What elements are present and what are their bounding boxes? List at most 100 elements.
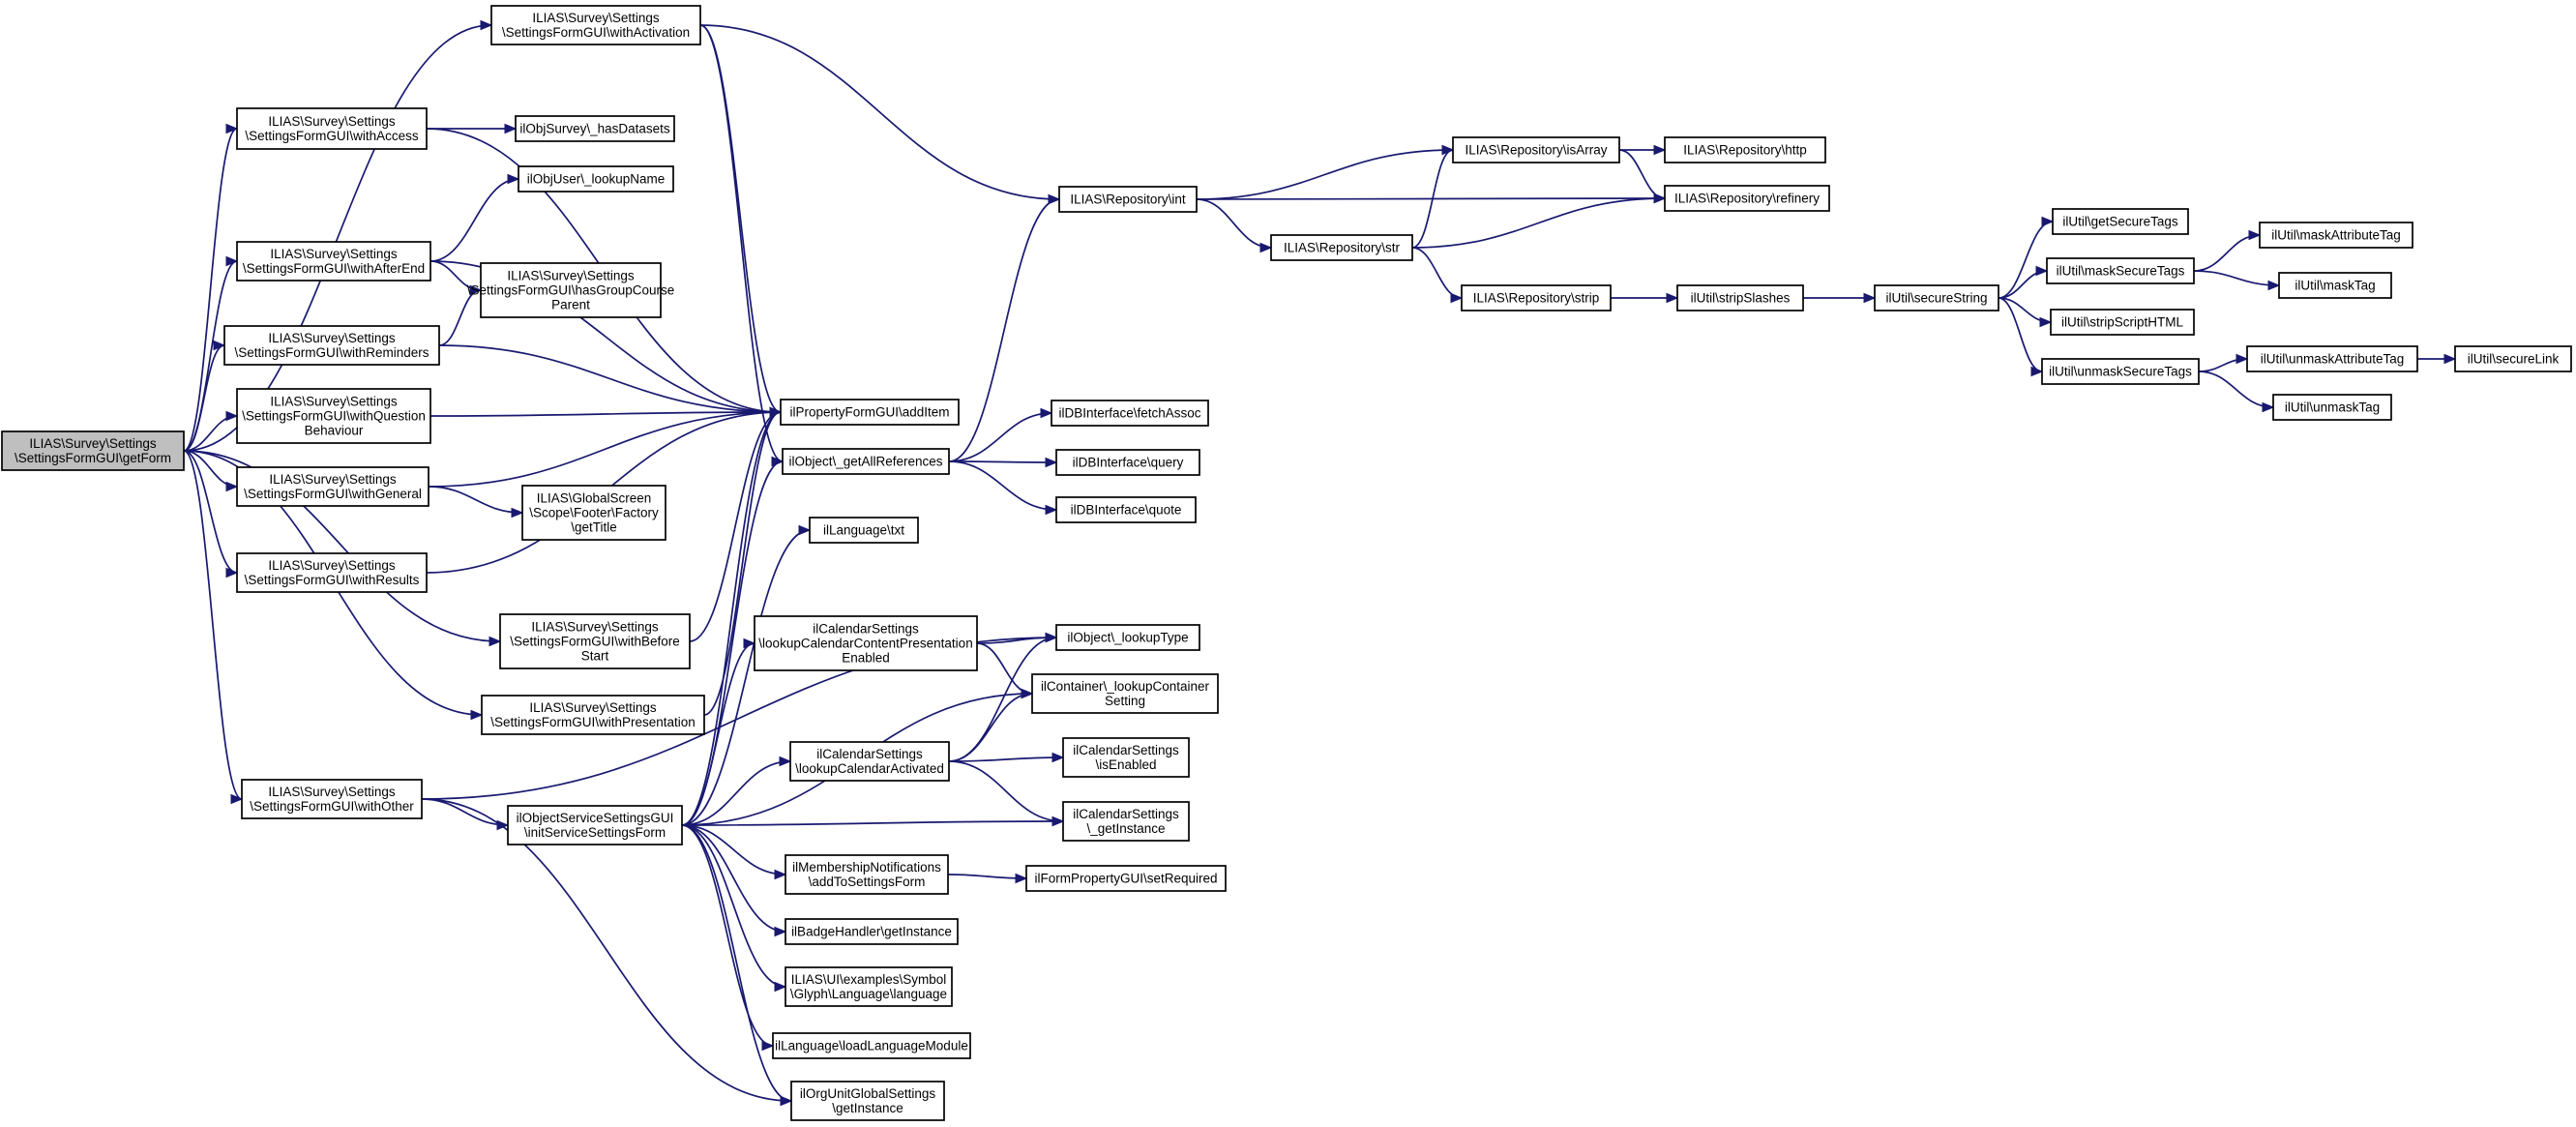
node-txt[interactable]: ilLanguage\txt — [809, 517, 919, 544]
edge-withBeforeStart-to-addItem — [689, 406, 783, 642]
edge-getAllReferences-to-quote — [948, 460, 1058, 516]
node-stripSlashes[interactable]: ilUtil\stripSlashes — [1676, 284, 1804, 311]
node-withPresentation[interactable]: ILIAS\Survey\Settings\SettingsFormGUI\wi… — [481, 695, 705, 735]
edge-getForm-to-withQuestionBehaviour — [183, 410, 239, 452]
node-setRequired[interactable]: ilFormPropertyGUI\setRequired — [1025, 865, 1227, 892]
node-label: \initServiceSettingsForm — [524, 825, 666, 840]
node-withQuestionBehaviour[interactable]: ILIAS\Survey\Settings\SettingsFormGUI\wi… — [236, 388, 431, 444]
node-repoInt[interactable]: ILIAS\Repository\int — [1058, 186, 1198, 213]
node-label: ilMembershipNotifications — [792, 860, 941, 875]
node-label: Parent — [551, 298, 590, 312]
node-maskSecureTags[interactable]: ilUtil\maskSecureTags — [2046, 257, 2195, 284]
edge-getForm-to-withResults — [183, 450, 239, 578]
edge-addToSettingsForm-to-setRequired — [947, 873, 1028, 884]
node-badgeGetInstance[interactable]: ilBadgeHandler\getInstance — [785, 918, 959, 945]
node-label: ilContainer\_lookupContainer — [1041, 679, 1210, 694]
edge-repoInt-to-str — [1196, 198, 1273, 253]
node-label: ilUtil\unmaskSecureTags — [2049, 365, 2192, 379]
node-withAfterEnd[interactable]: ILIAS\Survey\Settings\SettingsFormGUI\wi… — [236, 241, 431, 282]
node-strip[interactable]: ILIAS\Repository\strip — [1461, 284, 1612, 311]
node-fetchAssoc[interactable]: ilDBInterface\fetchAssoc — [1051, 400, 1209, 427]
node-glyphLanguage[interactable]: ILIAS\UI\examples\Symbol\Glyph\Language\… — [785, 966, 953, 1007]
node-http[interactable]: ILIAS\Repository\http — [1664, 136, 1826, 163]
node-calIsEnabled[interactable]: ilCalendarSettings\isEnabled — [1062, 737, 1190, 778]
node-label: ilFormPropertyGUI\setRequired — [1034, 872, 1217, 886]
node-label: ILIAS\Repository\http — [1683, 143, 1807, 158]
node-label: ilUtil\getSecureTags — [2062, 215, 2178, 229]
node-calGetInstance[interactable]: ilCalendarSettings\_getInstance — [1062, 801, 1190, 842]
node-secureString[interactable]: ilUtil\secureString — [1874, 284, 1999, 311]
node-withReminders[interactable]: ILIAS\Survey\Settings\SettingsFormGUI\wi… — [223, 325, 440, 366]
edge-lookupCalendarActivated-to-calIsEnabled — [948, 752, 1065, 763]
node-isArray[interactable]: ILIAS\Repository\isArray — [1452, 136, 1620, 163]
node-unmaskTag[interactable]: ilUtil\unmaskTag — [2272, 394, 2392, 421]
node-orgUnitGetInstance[interactable]: ilOrgUnitGlobalSettings\getInstance — [790, 1081, 945, 1121]
node-loadLanguageModule[interactable]: ilLanguage\loadLanguageModule — [772, 1032, 971, 1059]
node-getAllReferences[interactable]: ilObject\_getAllReferences — [782, 448, 950, 475]
edge-strip-to-stripSlashes — [1610, 292, 1679, 304]
node-label: ILIAS\Repository\refinery — [1674, 192, 1820, 206]
node-addItem[interactable]: ilPropertyFormGUI\addItem — [780, 399, 960, 426]
node-withOther[interactable]: ILIAS\Survey\Settings\SettingsFormGUI\wi… — [241, 779, 423, 819]
node-maskAttributeTag[interactable]: ilUtil\maskAttributeTag — [2259, 222, 2413, 249]
node-stripScriptHTML[interactable]: ilUtil\stripScriptHTML — [2050, 309, 2195, 336]
edge-isArray-to-http — [1619, 144, 1667, 156]
node-lookupName[interactable]: ilObjUser\_lookupName — [518, 165, 674, 193]
node-lookupType[interactable]: ilObject\_lookupType — [1055, 624, 1200, 651]
node-lookupCalendarActivated[interactable]: ilCalendarSettings\lookupCalendarActivat… — [789, 741, 950, 782]
node-label: \SettingsFormGUI\withGeneral — [244, 487, 422, 501]
node-label: ILIAS\Survey\Settings — [268, 114, 396, 129]
node-label: \SettingsFormGUI\withPresentation — [490, 715, 696, 729]
edge-getForm-to-withActivation — [183, 19, 493, 452]
node-unmaskSecureTags[interactable]: ilUtil\unmaskSecureTags — [2041, 358, 2200, 385]
node-secureLink[interactable]: ilUtil\secureLink — [2454, 345, 2572, 372]
node-lookupCalendarContentPresentationEnabled[interactable]: ilCalendarSettings\lookupCalendarContent… — [754, 615, 978, 671]
node-maskTag[interactable]: ilUtil\maskTag — [2278, 272, 2392, 299]
edge-unmaskSecureTags-to-unmaskTag — [2198, 371, 2275, 413]
edge-getForm-to-withAccess — [183, 123, 239, 452]
node-withGeneral[interactable]: ILIAS\Survey\Settings\SettingsFormGUI\wi… — [236, 466, 429, 507]
node-initServiceSettingsForm[interactable]: ilObjectServiceSettingsGUI\initServiceSe… — [507, 805, 683, 845]
node-quote[interactable]: ilDBInterface\quote — [1055, 496, 1197, 523]
node-label: Behaviour — [305, 424, 364, 438]
node-label: ilDBInterface\query — [1073, 456, 1184, 470]
node-label: ilObjSurvey\_hasDatasets — [519, 122, 670, 136]
node-str[interactable]: ILIAS\Repository\str — [1270, 234, 1413, 261]
node-label: ILIAS\UI\examples\Symbol — [791, 972, 947, 987]
edge-withReminders-to-hasGroupCourseParent — [438, 284, 483, 346]
node-label: ilOrgUnitGlobalSettings — [800, 1086, 936, 1101]
node-getTitle[interactable]: ILIAS\GlobalScreen\Scope\Footer\Factory\… — [521, 485, 666, 541]
edge-withActivation-to-addItem — [699, 24, 783, 418]
node-withBeforeStart[interactable]: ILIAS\Survey\Settings\SettingsFormGUI\wi… — [499, 613, 691, 669]
node-label: ILIAS\Survey\Settings — [269, 472, 397, 487]
edge-secureString-to-unmaskSecureTags — [1998, 297, 2044, 377]
node-hasGroupCourseParent[interactable]: ILIAS\Survey\Settings\SettingsFormGUI\ha… — [467, 262, 675, 318]
node-withAccess[interactable]: ILIAS\Survey\Settings\SettingsFormGUI\wi… — [236, 107, 428, 150]
edge-withAfterEnd-to-lookupName — [429, 173, 520, 262]
edge-repoInt-to-isArray — [1196, 144, 1455, 200]
node-label: ilUtil\secureLink — [2468, 352, 2560, 367]
node-refinery[interactable]: ILIAS\Repository\refinery — [1664, 185, 1830, 212]
node-label: \SettingsFormGUI\withOther — [250, 799, 414, 814]
node-label: \Glyph\Language\language — [790, 987, 947, 1001]
node-label: \_getInstance — [1086, 821, 1165, 836]
node-query[interactable]: ilDBInterface\query — [1055, 449, 1200, 476]
node-hasDatasets[interactable]: ilObjSurvey\_hasDatasets — [515, 115, 675, 142]
node-getSecureTags[interactable]: ilUtil\getSecureTags — [2052, 208, 2189, 235]
edge-withGeneral-to-addItem — [428, 406, 783, 488]
node-withActivation[interactable]: ILIAS\Survey\Settings\SettingsFormGUI\wi… — [490, 5, 701, 45]
node-label: ilObject\_getAllReferences — [788, 455, 942, 469]
node-label: \SettingsFormGUI\withBefore — [510, 635, 680, 649]
node-getForm[interactable]: ILIAS\Survey\Settings\SettingsFormGUI\ge… — [1, 430, 185, 471]
node-withResults[interactable]: ILIAS\Survey\Settings\SettingsFormGUI\wi… — [236, 552, 428, 593]
edge-withOther-to-initServiceSettingsForm — [421, 798, 510, 831]
node-label: \SettingsFormGUI\withAfterEnd — [243, 261, 425, 276]
node-label: \SettingsFormGUI\withAccess — [245, 129, 419, 143]
node-label: ILIAS\Repository\int — [1070, 193, 1186, 207]
node-label: ilUtil\maskTag — [2295, 279, 2375, 293]
node-label: ilBadgeHandler\getInstance — [791, 925, 952, 939]
node-addToSettingsForm[interactable]: ilMembershipNotifications\addToSettingsF… — [785, 854, 949, 895]
node-label: ilCalendarSettings — [1073, 743, 1179, 757]
node-unmaskAttributeTag[interactable]: ilUtil\unmaskAttributeTag — [2246, 345, 2418, 372]
